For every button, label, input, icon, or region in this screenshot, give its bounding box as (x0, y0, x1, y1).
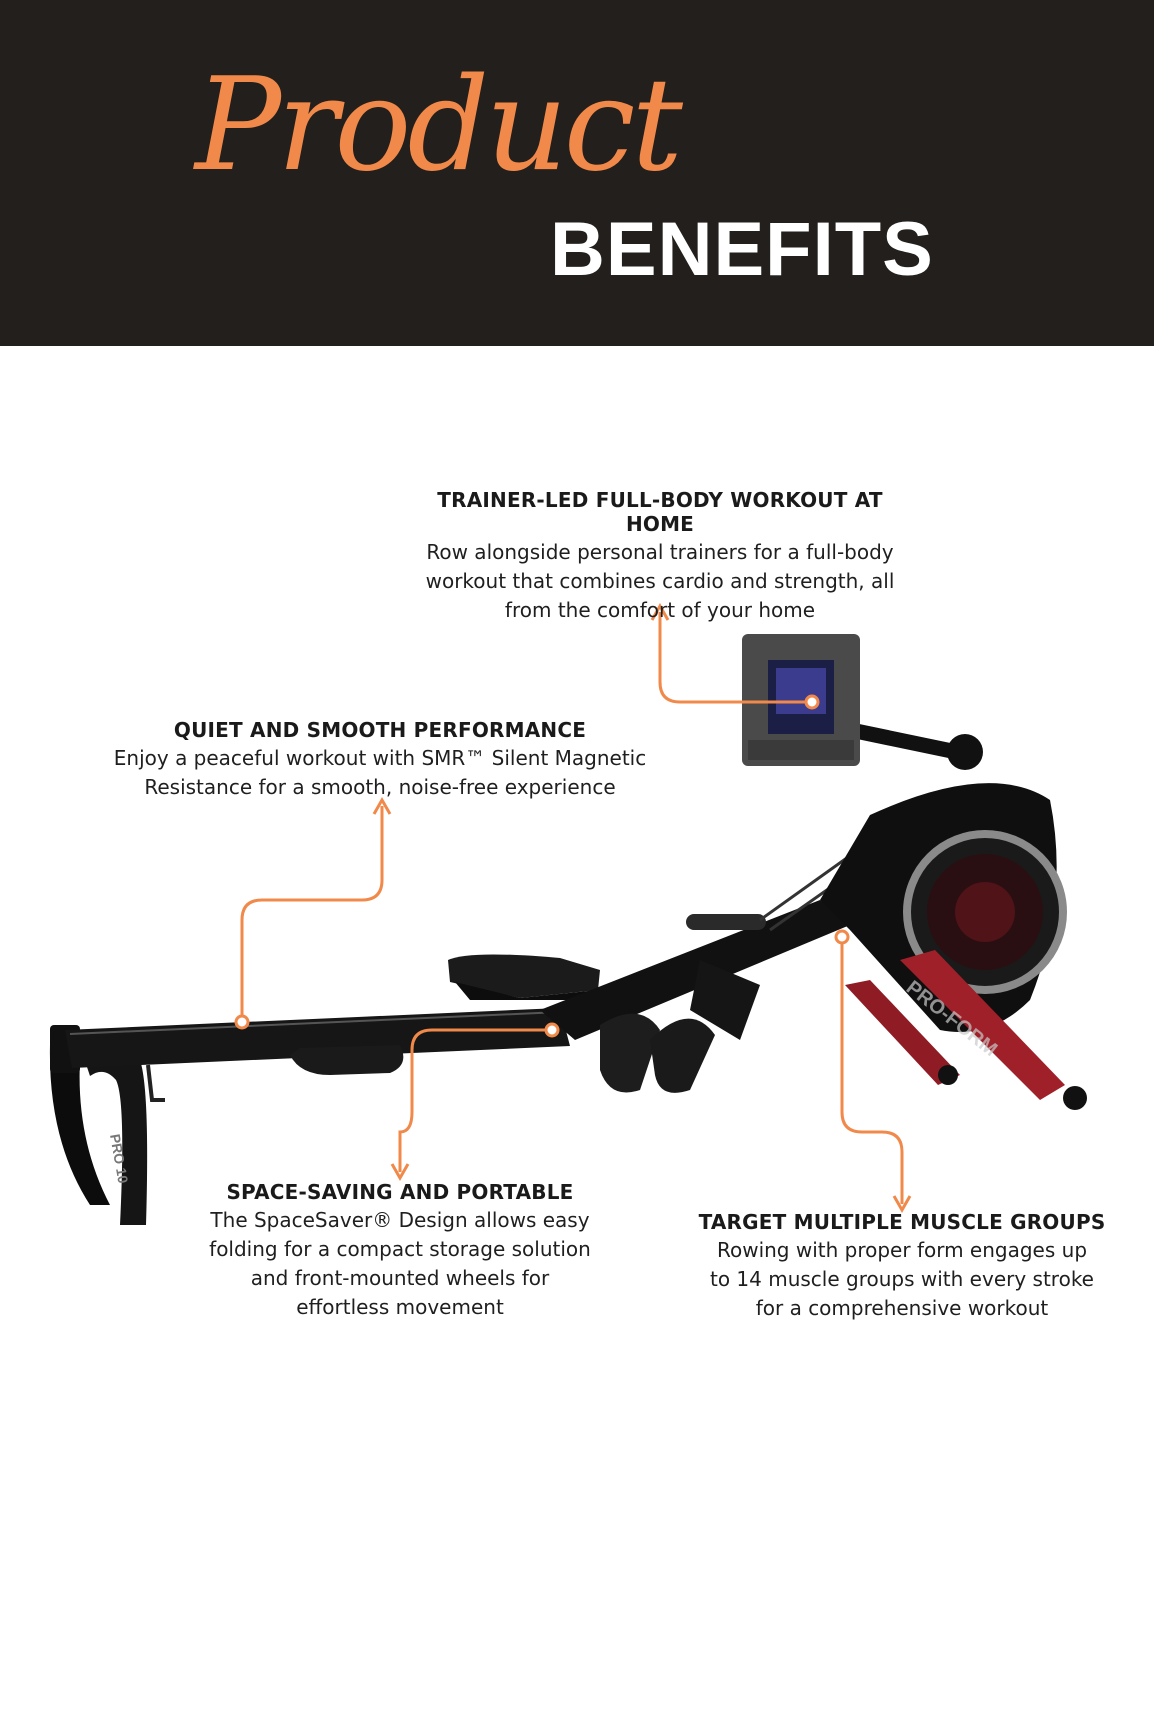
seat (448, 954, 600, 998)
callout-body: Row alongside personal trainers for a fu… (425, 540, 895, 622)
callout-title: TARGET MULTIPLE MUSCLE GROUPS (698, 1210, 1106, 1234)
console-arm (838, 720, 960, 760)
foot-plate-left (600, 1013, 660, 1093)
header-banner: Product BENEFITS (0, 0, 1154, 346)
rail (65, 1008, 570, 1068)
front-leg-left (845, 980, 960, 1085)
connector-quiet (240, 806, 384, 1022)
callout-body: Rowing with proper form engages up to 14… (709, 1238, 1094, 1320)
callout-title: TRAINER-LED FULL-BODY WORKOUT AT HOME (437, 488, 883, 536)
connector-trainer (658, 612, 812, 704)
foot-plate-right (650, 1018, 715, 1093)
rail-highlight (69, 1011, 561, 1035)
wheel-left (938, 1065, 958, 1085)
callout-body: The SpaceSaver® Design allows easy foldi… (209, 1208, 591, 1319)
tray (290, 1045, 404, 1075)
rear-leg-right (82, 1042, 148, 1225)
callout-quiet-smooth: QUIET AND SMOOTH PERFORMANCE Enjoy a pea… (90, 718, 670, 802)
rear-leg-left (49, 1045, 110, 1205)
callout-trainer-led: TRAINER-LED FULL-BODY WORKOUT AT HOME Ro… (400, 488, 920, 625)
callout-space-saving: SPACE-SAVING AND PORTABLE The SpaceSaver… (190, 1180, 610, 1322)
callout-title: QUIET AND SMOOTH PERFORMANCE (173, 718, 587, 742)
callout-body: Enjoy a peaceful workout with SMR™ Silen… (113, 746, 647, 799)
connector-space (398, 1028, 552, 1172)
front-beam (540, 900, 850, 1040)
header-bold-title: BENEFITS (550, 207, 934, 292)
callout-muscle-groups: TARGET MULTIPLE MUSCLE GROUPS Rowing wit… (690, 1210, 1114, 1323)
front-leg-right (900, 950, 1065, 1100)
connector-muscle (840, 937, 904, 1204)
wheel-right (1063, 1086, 1087, 1110)
handle-bar (686, 914, 766, 930)
callout-connectors (234, 602, 912, 1214)
callout-title: SPACE-SAVING AND PORTABLE (226, 1180, 574, 1204)
header-script-title: Product (195, 51, 683, 200)
